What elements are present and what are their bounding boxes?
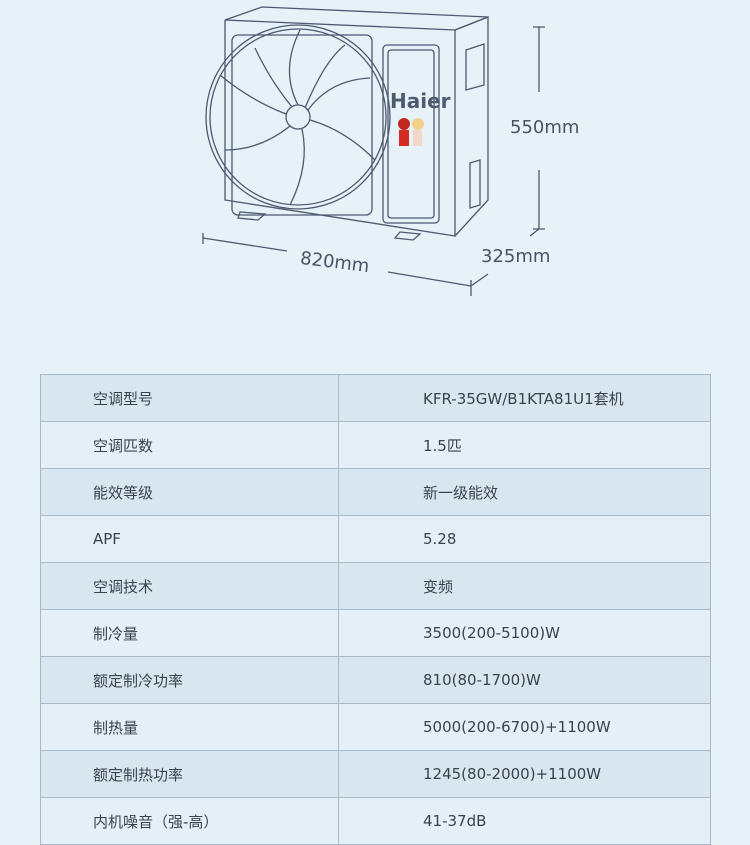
spec-label: APF	[40, 515, 339, 563]
spec-value: KFR-35GW/B1KTA81U1套机	[338, 374, 711, 422]
spec-label: 空调型号	[40, 374, 339, 422]
spec-value: 5.28	[338, 515, 711, 563]
spec-row: 空调技术变频	[40, 562, 711, 610]
spec-label: 额定制冷功率	[40, 656, 339, 704]
spec-value: 41-37dB	[338, 797, 711, 845]
spec-label: 制冷量	[40, 609, 339, 657]
spec-value: 3500(200-5100)W	[338, 609, 711, 657]
spec-value: 1245(80-2000)+1100W	[338, 750, 711, 798]
spec-label: 额定制热功率	[40, 750, 339, 798]
depth-dimension: 325mm	[481, 246, 551, 267]
spec-label: 空调技术	[40, 562, 339, 610]
spec-label: 内机噪音（强-高）	[40, 797, 339, 845]
fan-grille	[205, 24, 391, 210]
spec-row: 内机噪音（强-高）41-37dB	[40, 797, 711, 845]
spec-value: 1.5匹	[338, 421, 711, 469]
outdoor-unit-illustration: Haier	[202, 6, 545, 296]
spec-label: 制热量	[40, 703, 339, 751]
spec-label: 空调匹数	[40, 421, 339, 469]
haier-logo: Haier	[390, 89, 451, 113]
spec-value: 新一级能效	[338, 468, 711, 516]
height-dimension: 550mm	[510, 117, 580, 138]
spec-value: 5000(200-6700)+1100W	[338, 703, 711, 751]
spec-row: 能效等级新一级能效	[40, 468, 711, 516]
fan-blades	[219, 29, 376, 206]
mascot-icon	[398, 118, 410, 130]
spec-label: 能效等级	[40, 468, 339, 516]
spec-value: 810(80-1700)W	[338, 656, 711, 704]
spec-value: 变频	[338, 562, 711, 610]
